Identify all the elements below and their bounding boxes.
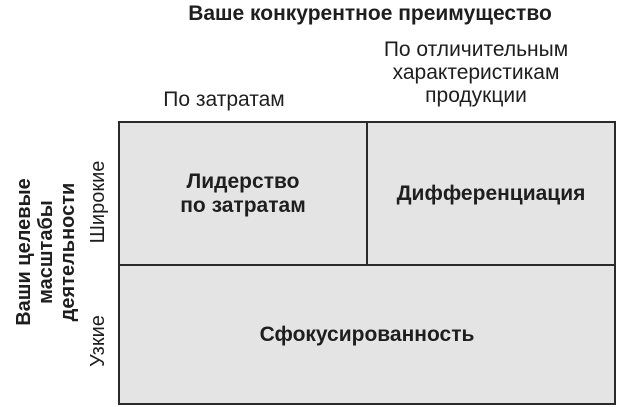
column-label-differentiation: По отличительным характеристикам продукц…	[352, 38, 600, 107]
target-scope-title-area: Ваши целевые масштабы деятельности	[0, 0, 90, 407]
focus-cell: Сфокусированность	[120, 266, 614, 403]
cost-leadership-label: Лидерство по затратам	[180, 170, 305, 218]
target-scope-title-line: масштабы	[35, 200, 57, 304]
column-label-differentiation-line: характеристикам	[392, 61, 560, 84]
cost-leadership-label-line: по затратам	[180, 193, 306, 217]
competitive-advantage-title: Ваше конкурентное преимущество	[188, 2, 552, 25]
target-scope-title-line: Ваши целевые	[13, 178, 35, 326]
column-label-differentiation-line: По отличительным	[383, 38, 569, 61]
focus-label: Сфокусированность	[259, 322, 475, 346]
target-scope-title: Ваши целевые масштабы деятельности	[13, 178, 79, 326]
row-label-narrow: Узкие	[87, 315, 109, 367]
differentiation-cell: Дифференциация	[368, 123, 614, 266]
column-label-differentiation-line: продукции	[425, 84, 527, 107]
cost-leadership-label-line: Лидерство	[186, 169, 300, 193]
column-label-cost: По затратам	[163, 88, 285, 111]
strategy-matrix: Лидерство по затратам Дифференциация Сфо…	[118, 121, 616, 405]
differentiation-label: Дифференциация	[396, 181, 586, 205]
target-scope-title-line: деятельности	[57, 182, 79, 322]
cost-leadership-cell: Лидерство по затратам	[120, 123, 368, 266]
row-label-wide: Широкие	[87, 160, 109, 244]
